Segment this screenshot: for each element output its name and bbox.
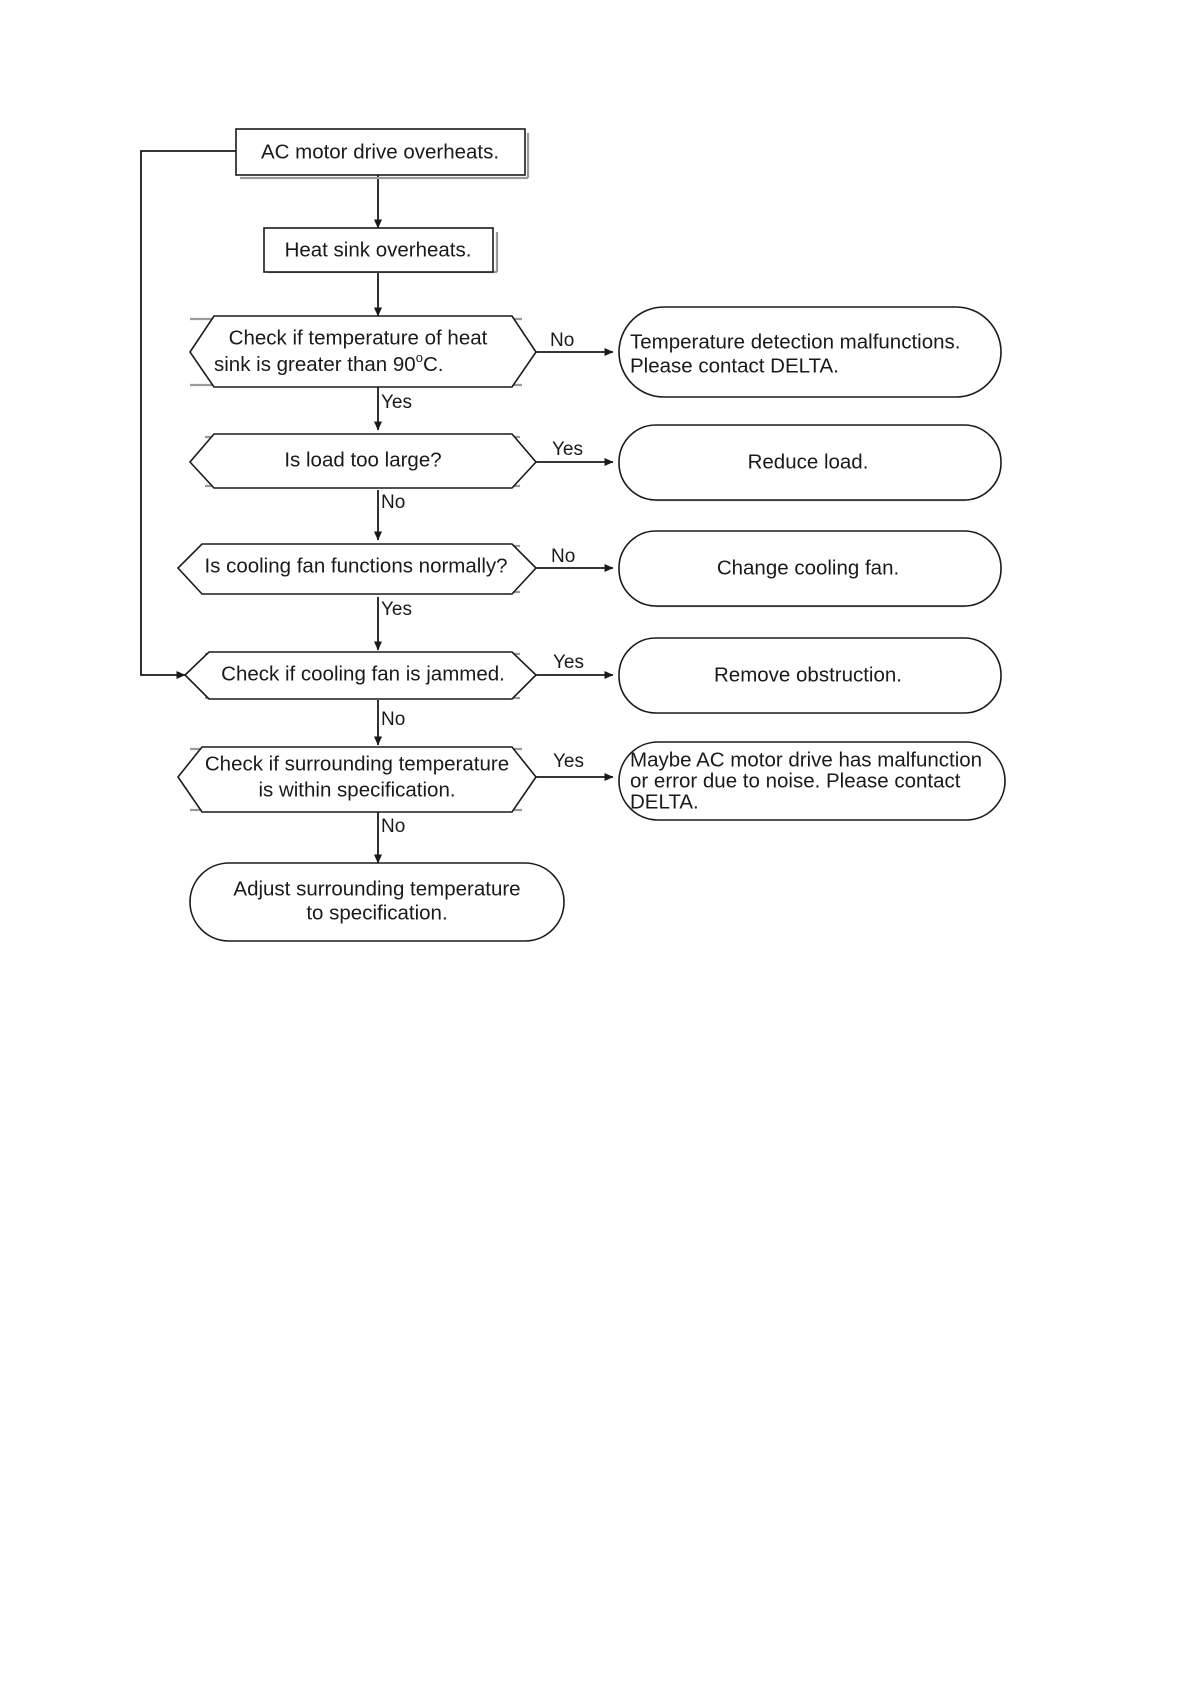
node-end-line1: Adjust surrounding temperature	[233, 877, 520, 900]
node-heat-sink-label: Heat sink overheats.	[285, 238, 472, 261]
node-decision4-label: Check if cooling fan is jammed.	[221, 662, 505, 685]
node-start[interactable]: AC motor drive overheats.	[235, 128, 530, 180]
node-action4-label: Remove obstruction.	[714, 663, 902, 686]
edge-label-yes-1: Yes	[381, 392, 412, 413]
node-action2-label: Reduce load.	[748, 450, 869, 473]
node-action-remove-obstruction[interactable]: Remove obstruction.	[618, 637, 1002, 714]
node-decision1-line2: sink is greater than 90oC.	[214, 350, 443, 376]
node-decision-cooling-fan-normal[interactable]: Is cooling fan functions normally?	[176, 543, 538, 595]
node-action-change-cooling-fan[interactable]: Change cooling fan.	[618, 530, 1002, 608]
node-decision-cooling-fan-jammed[interactable]: Check if cooling fan is jammed.	[183, 651, 538, 700]
node-action3-label: Change cooling fan.	[717, 556, 899, 579]
node-decision2-label: Is load too large?	[284, 448, 441, 471]
node-start-label: AC motor drive overheats.	[261, 140, 499, 163]
node-decision5-line1: Check if surrounding temperature	[205, 752, 509, 775]
node-heat-sink[interactable]: Heat sink overheats.	[263, 227, 499, 274]
node-decision-surrounding-temperature[interactable]: Check if surrounding temperature is with…	[177, 746, 537, 813]
edge-label-yes-5: Yes	[553, 751, 584, 772]
node-decision-temperature-check[interactable]: Check if temperature of heat sink is gre…	[189, 315, 537, 388]
edge-label-no-1: No	[550, 330, 574, 351]
edge-label-no-5: No	[381, 816, 405, 837]
edge-label-no-3: No	[551, 546, 575, 567]
node-action-reduce-load[interactable]: Reduce load.	[618, 424, 1002, 502]
feedback-loop-connector	[140, 150, 236, 679]
node-decision5-line2: is within specification.	[258, 778, 455, 801]
node-action1-line1: Temperature detection malfunctions.	[630, 330, 960, 353]
node-action-maybe-malfunction[interactable]: Maybe AC motor drive has malfunction or …	[618, 741, 1006, 821]
node-action-temperature-detection[interactable]: Temperature detection malfunctions. Plea…	[618, 306, 1002, 398]
edge-label-yes-3: Yes	[381, 599, 412, 620]
node-decision-load-too-large[interactable]: Is load too large?	[188, 433, 538, 489]
node-action5-line2: or error due to noise. Please contact	[630, 769, 961, 792]
node-end-adjust-temperature[interactable]: Adjust surrounding temperature to specif…	[189, 862, 565, 942]
node-action5-line1: Maybe AC motor drive has malfunction	[630, 748, 982, 771]
edge-label-yes-2: Yes	[552, 439, 583, 460]
edge-label-yes-4: Yes	[553, 652, 584, 673]
edge-label-no-4: No	[381, 709, 405, 730]
node-decision1-line1: Check if temperature of heat	[229, 326, 488, 349]
node-end-line2: to specification.	[306, 901, 447, 924]
node-decision3-label: Is cooling fan functions normally?	[204, 554, 507, 577]
node-action1-line2: Please contact DELTA.	[630, 354, 839, 377]
edge-label-no-2: No	[381, 492, 405, 513]
node-action5-line3: DELTA.	[630, 790, 699, 813]
